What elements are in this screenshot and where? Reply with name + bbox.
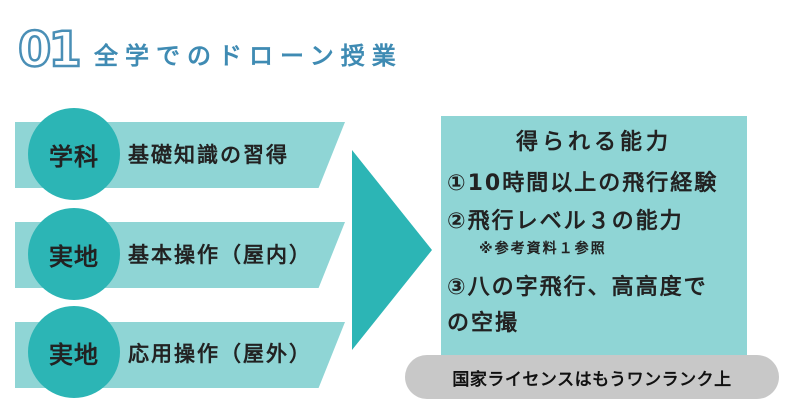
reference-note: ※参考資料１参照 [479,241,607,257]
row-text-2: 基本操作（屋内） [128,243,312,267]
ability-item-3-line-2: の空撮 [447,311,520,336]
row-text-1: 基礎知識の習得 [128,143,289,167]
row-text-3: 応用操作（屋外） [128,342,312,366]
ability-item-3-line-1: ③八の字飛行、高高度で [447,275,708,300]
ability-panel: 得られる能力 ①10時間以上の飛行経験 ②飛行レベル３の能力 ※参考資料１参照 … [441,116,747,369]
section-number: 01 [17,21,83,80]
license-banner: 国家ライセンスはもうワンランク上 [405,355,779,399]
row-tag-1: 学科 [28,108,120,200]
header: 01 全学でのドローン授業 [10,16,610,86]
right-arrow-shape [352,150,432,350]
row-tag-2: 実地 [28,208,120,300]
ability-item-1: ①10時間以上の飛行経験 [447,171,719,196]
panel-title: 得られる能力 [515,130,672,155]
ability-item-2: ②飛行レベル３の能力 [447,209,684,234]
row-tag-3: 実地 [28,306,120,398]
page-title: 全学でのドローン授業 [94,42,403,70]
